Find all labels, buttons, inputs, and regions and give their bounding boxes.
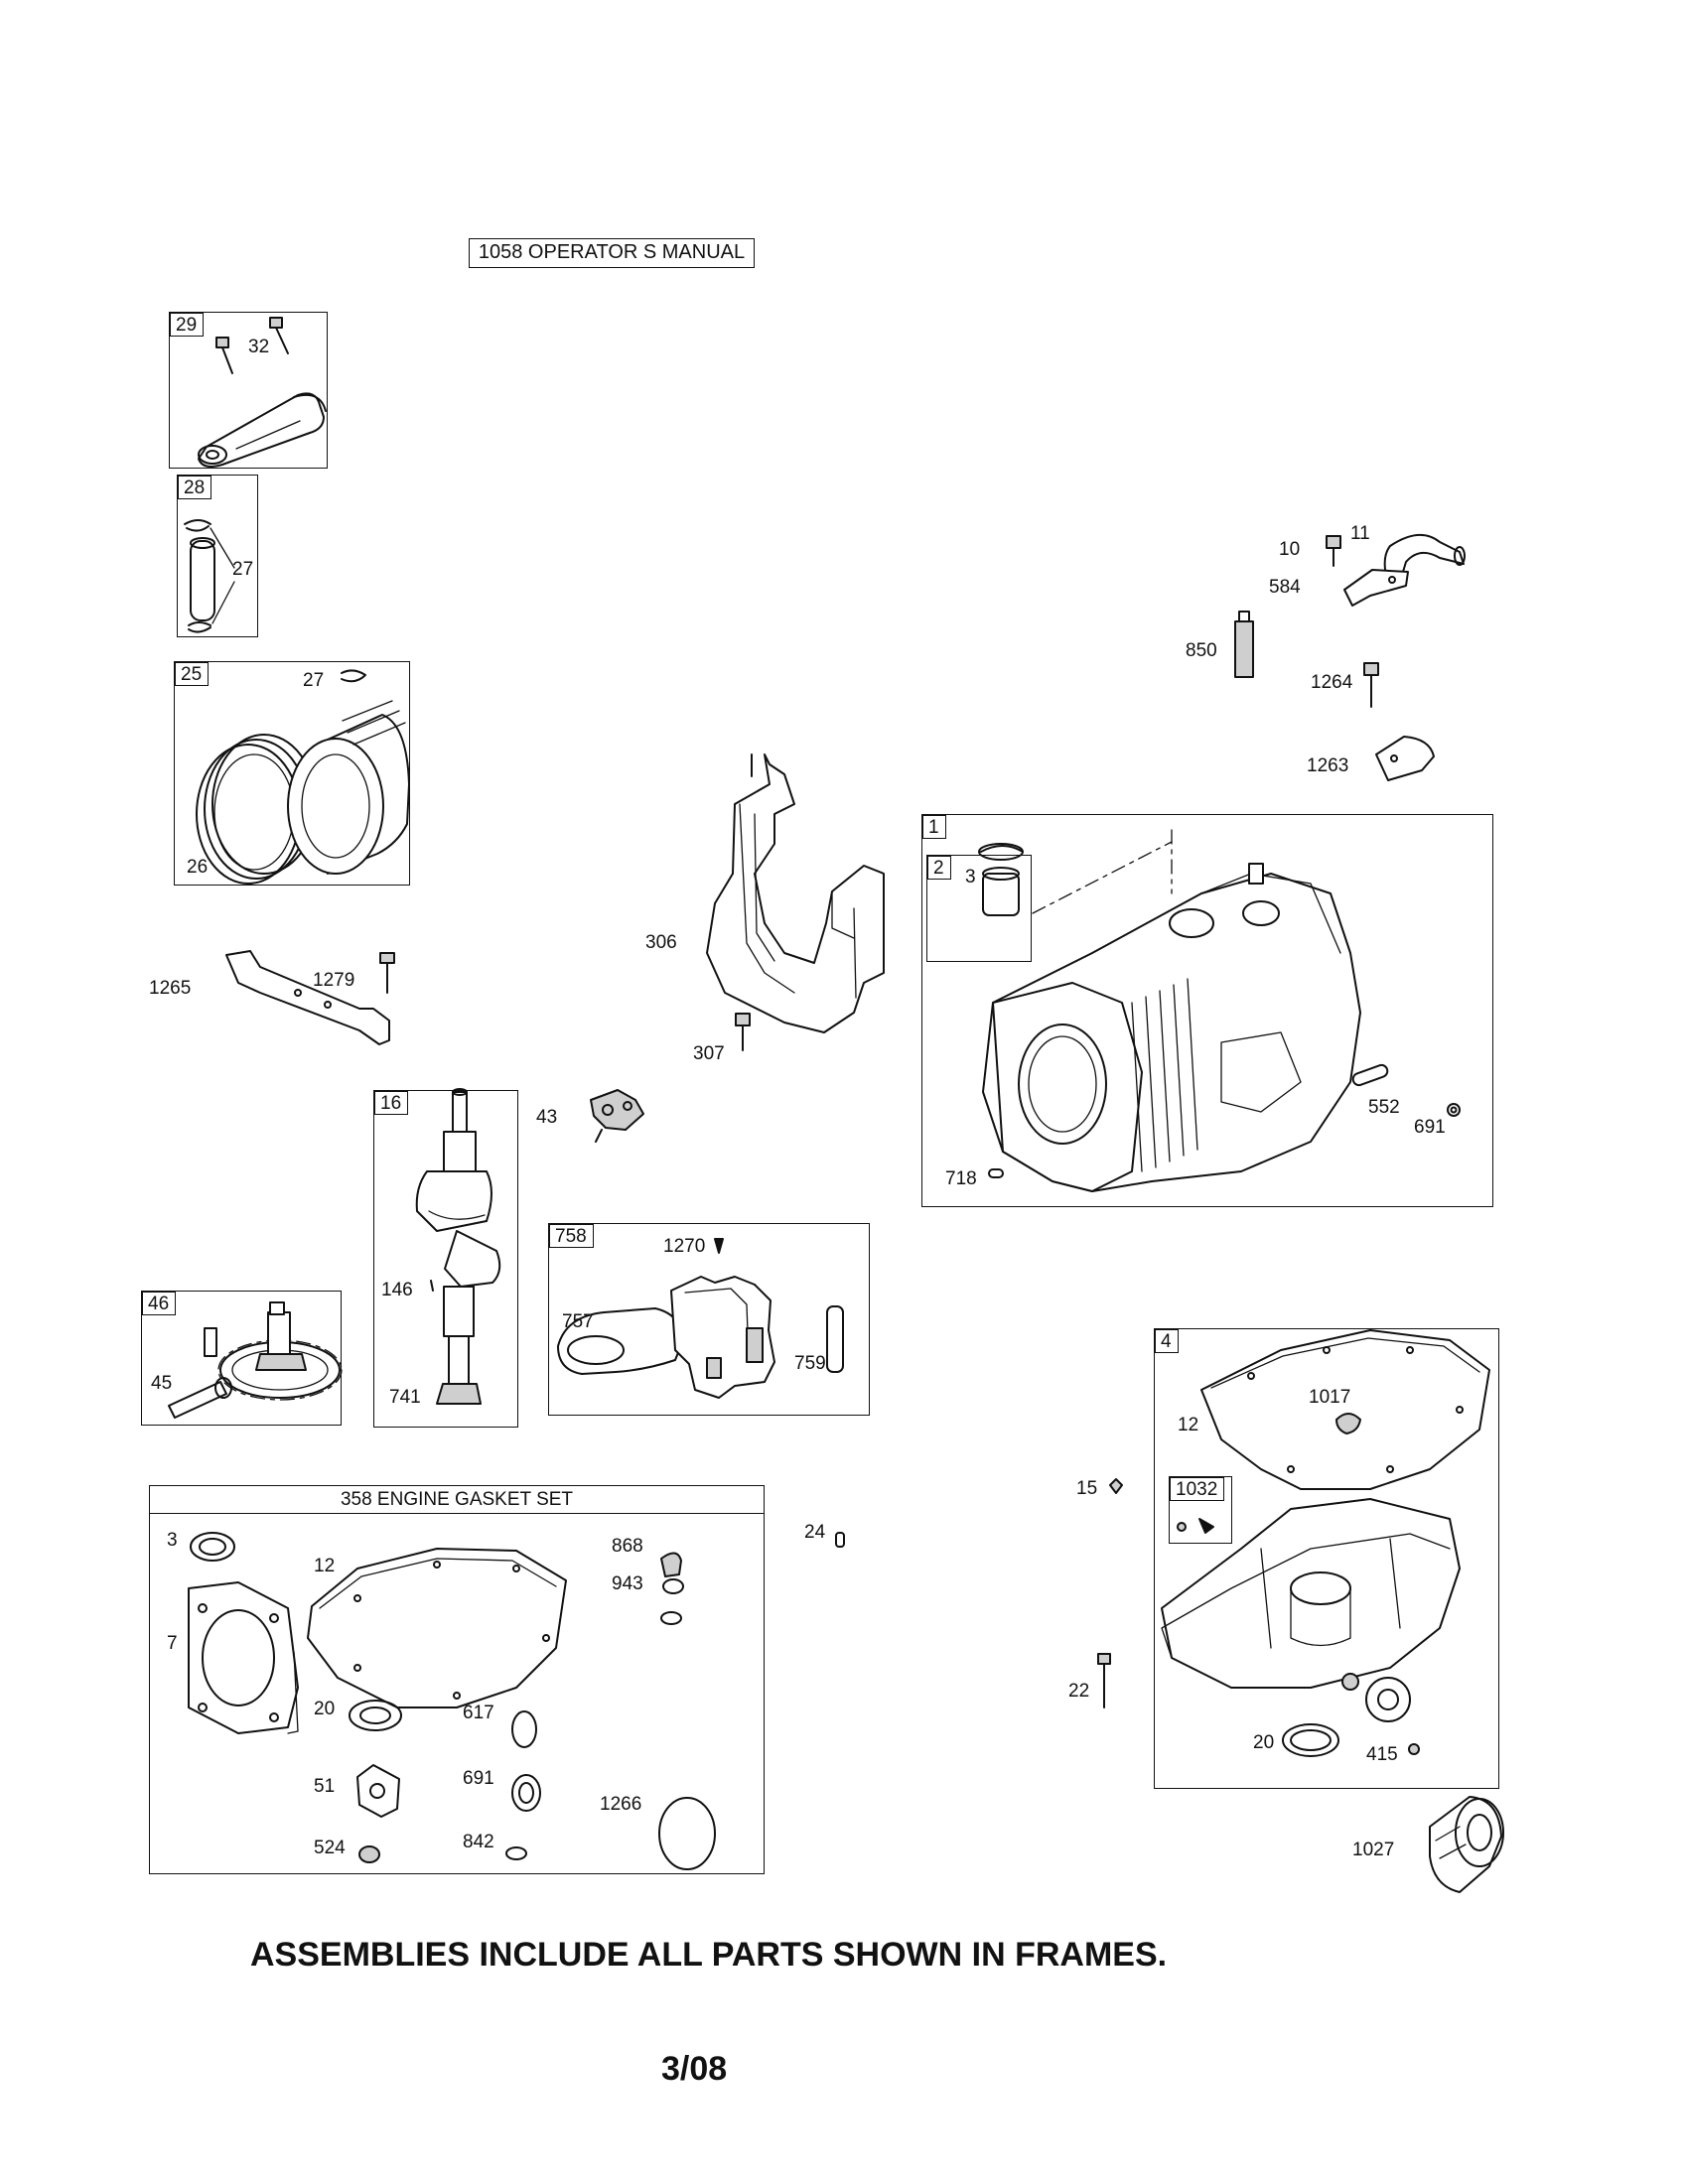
- sump-gasket-drawing: [1200, 1329, 1490, 1490]
- frame-breather: 758: [548, 1223, 870, 1416]
- bolt-307-drawing: [735, 1013, 751, 1051]
- oil-filter-drawing: [1429, 1796, 1504, 1893]
- callout-26: 26: [187, 857, 209, 878]
- callout-868: 868: [612, 1536, 643, 1557]
- callout-27-pin: 27: [232, 559, 254, 580]
- oil-bottle-drawing: [1234, 611, 1254, 678]
- sump-small-parts-drawing: [1097, 1478, 1420, 1757]
- frame-tag-2: 2: [927, 856, 951, 880]
- gasket-set-title: 358 ENGINE GASKET SET: [150, 1486, 764, 1514]
- assemblies-note: ASSEMBLIES INCLUDE ALL PARTS SHOWN IN FR…: [250, 1936, 1168, 1974]
- callout-32: 32: [248, 337, 270, 357]
- frame-crankshaft: 16: [373, 1090, 518, 1428]
- callout-12-gasket: 12: [314, 1556, 336, 1576]
- frame-cylinder-block: 1 2: [921, 814, 1493, 1207]
- callout-20-gasket: 20: [314, 1699, 336, 1719]
- frame-tag-25: 25: [175, 662, 210, 686]
- callout-306: 306: [645, 932, 677, 953]
- sump-drawing: [1161, 1498, 1461, 1722]
- frame-piston-rings: 25: [174, 661, 410, 886]
- callout-1266: 1266: [600, 1794, 642, 1815]
- callout-51: 51: [314, 1776, 336, 1797]
- callout-757: 757: [562, 1311, 594, 1332]
- piston-pin-drawing: [184, 519, 235, 633]
- frame-gasket-set: 358 ENGINE GASKET SET: [149, 1485, 765, 1874]
- callout-718: 718: [945, 1168, 977, 1189]
- gasket-set-drawing: [188, 1532, 716, 1870]
- shroud-drawing: [706, 753, 885, 1033]
- callout-1017: 1017: [1309, 1387, 1351, 1408]
- callout-842: 842: [463, 1832, 494, 1852]
- frame-sump: 4 1032: [1154, 1328, 1499, 1789]
- frame-tag-46: 46: [142, 1292, 177, 1315]
- callout-524: 524: [314, 1838, 346, 1858]
- callout-45: 45: [151, 1373, 173, 1394]
- callout-415: 415: [1366, 1744, 1398, 1765]
- bracket-drawing: [225, 950, 395, 1045]
- governor-bracket-drawing: [590, 1089, 644, 1143]
- frame-tag-4: 4: [1155, 1329, 1179, 1353]
- callout-10: 10: [1279, 539, 1301, 560]
- callout-20-sump: 20: [1253, 1732, 1275, 1753]
- frame-seal-bushing: 2: [926, 855, 1032, 962]
- callout-1027: 1027: [1352, 1840, 1395, 1860]
- frame-relief-valve: 1032: [1169, 1476, 1232, 1544]
- callout-741: 741: [389, 1387, 421, 1408]
- callout-1270: 1270: [663, 1236, 706, 1257]
- callout-943: 943: [612, 1573, 643, 1594]
- frame-tag-29: 29: [170, 313, 205, 337]
- callout-1263: 1263: [1307, 755, 1349, 776]
- callout-27-piston: 27: [303, 670, 325, 691]
- callout-15: 15: [1076, 1478, 1098, 1499]
- bolt-1264-drawing: [1363, 662, 1379, 708]
- breather-assembly-drawing: [557, 1238, 844, 1399]
- callout-691-block: 691: [1414, 1117, 1446, 1138]
- callout-307: 307: [693, 1043, 725, 1064]
- frame-tag-758: 758: [549, 1224, 594, 1248]
- frame-tag-1032: 1032: [1170, 1477, 1225, 1501]
- crankshaft-drawing: [415, 1088, 501, 1405]
- callout-850: 850: [1186, 640, 1217, 661]
- frame-piston-pin: 28: [177, 475, 258, 637]
- callout-146: 146: [381, 1280, 413, 1300]
- callout-1265: 1265: [149, 978, 192, 999]
- callout-552: 552: [1368, 1097, 1400, 1118]
- callout-24: 24: [804, 1522, 826, 1543]
- callout-1264: 1264: [1311, 672, 1353, 693]
- frame-tag-28: 28: [178, 476, 212, 499]
- pin-24-drawing: [835, 1532, 845, 1548]
- callout-11: 11: [1350, 523, 1370, 544]
- frame-camshaft: 46: [141, 1291, 342, 1426]
- callout-691-gasket: 691: [463, 1768, 494, 1789]
- callout-617: 617: [463, 1703, 494, 1723]
- callout-759: 759: [794, 1353, 826, 1374]
- frame-tag-1: 1: [922, 815, 946, 839]
- callout-1279: 1279: [313, 970, 355, 991]
- cylinder-block-drawing: [978, 829, 1461, 1192]
- callout-584: 584: [1269, 577, 1301, 598]
- dipstick-tube-drawing: [1326, 534, 1466, 607]
- callout-12-sump: 12: [1178, 1415, 1199, 1435]
- callout-7: 7: [167, 1633, 178, 1654]
- piston-and-rings-drawing: [196, 669, 410, 885]
- callout-3-block: 3: [965, 867, 976, 887]
- callout-22: 22: [1068, 1681, 1090, 1702]
- frame-connecting-rod: 29: [169, 312, 328, 469]
- callout-43: 43: [536, 1107, 558, 1128]
- connecting-rod-drawing: [198, 317, 327, 468]
- camshaft-drawing: [168, 1301, 343, 1419]
- page-date: 3/08: [661, 2050, 728, 2088]
- frame-tag-16: 16: [374, 1091, 409, 1115]
- operators-manual-box: 1058 OPERATOR S MANUAL: [469, 238, 755, 268]
- callout-3-gasket: 3: [167, 1530, 178, 1551]
- shield-1263-drawing: [1375, 736, 1435, 781]
